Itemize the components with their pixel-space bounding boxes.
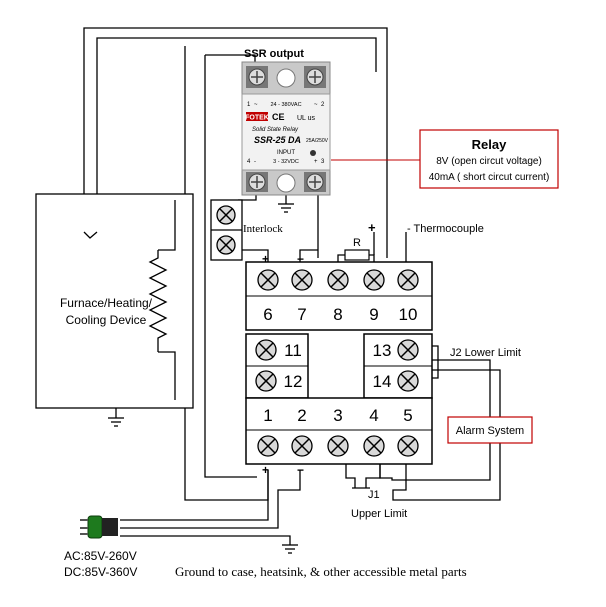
terminal-8: 8 <box>327 269 349 324</box>
wire-r-to-9 <box>369 254 375 262</box>
terminal-9-label: 9 <box>369 305 378 324</box>
terminal-6: 6 <box>257 269 279 324</box>
ssr-t4: 4 <box>247 159 251 165</box>
relay-voltage: 8V (open circut voltage) <box>436 156 542 167</box>
wire-alarm-5 <box>392 369 501 501</box>
relay-callout: Relay 8V (open circut voltage) 40mA ( sh… <box>419 129 559 189</box>
ssr-subtitle: Solid State Relay <box>252 127 299 133</box>
thermo-plus-label: + <box>368 220 376 235</box>
ssr-brand: FOTEK <box>245 115 269 122</box>
terminal-10: 10 <box>397 269 419 324</box>
terminal-11-label: 11 <box>284 341 302 360</box>
wire-8-to-r <box>337 254 345 262</box>
wire-ground <box>120 535 291 545</box>
relay-title: Relay <box>472 137 507 152</box>
ssr-input-label: INPUT <box>277 150 295 156</box>
ssr-t4-sign: - <box>254 159 256 165</box>
ssr-terminal-1-screw <box>246 66 268 88</box>
terminal-3-label: 3 <box>333 406 342 425</box>
bottom-plus-label: + <box>262 463 269 477</box>
ssr-terminal-3-screw <box>304 172 326 192</box>
terminal-5-label: 5 <box>403 406 412 425</box>
ssr-rating: 25A/250V <box>306 138 329 144</box>
ssr-output-label: SSR output <box>244 48 304 60</box>
terminal-1: 1 <box>257 406 279 457</box>
top-minus-label: − <box>297 252 304 266</box>
ssr-t1: 1 <box>247 102 251 108</box>
ground-symbol-power <box>282 544 298 554</box>
wire-device-to-ssr-2 <box>83 27 388 258</box>
terminal-12-label: 12 <box>284 372 303 391</box>
terminal-10-label: 10 <box>399 305 418 324</box>
terminal-4-label: 4 <box>369 406 378 425</box>
wire-power-l <box>120 470 269 521</box>
ssr-t1-sign: ~ <box>254 102 258 108</box>
ground-symbol-device <box>108 417 124 427</box>
terminal-13: 13 <box>373 339 419 361</box>
interlock-block <box>210 199 243 261</box>
top-plus-label: + <box>262 252 269 266</box>
ssr-led <box>310 150 316 156</box>
terminal-1-label: 1 <box>263 406 272 425</box>
ssr-output-range: 24 - 380VAC <box>270 102 301 108</box>
terminal-9: 9 <box>363 269 385 324</box>
upper-limit-label: Upper Limit <box>351 508 407 520</box>
ssr-terminal-2-screw <box>304 66 326 88</box>
terminal-block-mid-right <box>363 333 433 399</box>
furnace-device: Furnace/Heating/ Cooling Device <box>35 193 194 409</box>
bottom-minus-label: − <box>297 463 304 477</box>
terminal-14-label: 14 <box>373 372 392 391</box>
wire-interlock-to-7 <box>299 249 318 262</box>
ac-voltage-label: AC:85V-260V <box>64 549 137 563</box>
ssr-terminal-4-screw <box>246 172 268 192</box>
dc-voltage-label: DC:85V-360V <box>64 565 137 579</box>
alarm-system-box: Alarm System <box>447 416 533 444</box>
terminal-5: 5 <box>397 406 419 457</box>
terminal-11: 11 <box>255 339 302 361</box>
heating-coil <box>148 250 168 352</box>
terminal-6-label: 6 <box>263 305 272 324</box>
wire-j1-4 <box>365 462 381 488</box>
wire-power-n <box>120 470 301 529</box>
terminal-4: 4 <box>363 406 385 457</box>
terminal-7: 7 <box>291 269 313 324</box>
fotek-logo <box>246 112 268 121</box>
ssr-t2-sign: ~ <box>314 102 318 108</box>
wire-ssr-out-left <box>204 55 257 478</box>
terminal-12: 12 <box>255 370 303 392</box>
ssr-ce-mark: CE <box>272 112 285 122</box>
resistor <box>344 249 370 261</box>
thermocouple-label: - Thermocouple <box>407 223 484 235</box>
terminal-14: 14 <box>373 370 419 392</box>
ground-note: Ground to case, heatsink, & other access… <box>175 564 467 579</box>
terminal-block-mid-left <box>245 333 309 399</box>
terminal-3: 3 <box>327 406 349 457</box>
solid-state-relay: 1 ~ 24 - 380VAC ~ 2 FOTEK CE UL us Solid… <box>241 61 331 196</box>
resistor-label: R <box>353 237 361 249</box>
terminal-7-label: 7 <box>297 305 306 324</box>
relay-current: 40mA ( short circut current) <box>429 172 550 183</box>
terminal-2: 2 <box>291 406 313 457</box>
power-plug-icon <box>80 515 118 539</box>
ssr-input-range: 3 - 32VDC <box>273 159 299 165</box>
j2-lower-limit-label: J2 Lower Limit <box>450 347 521 359</box>
terminal-13-label: 13 <box>373 341 392 360</box>
ssr-model: SSR-25 DA <box>254 135 301 145</box>
device-label-line1: Furnace/Heating/ <box>60 296 153 310</box>
wire-j1-3 <box>345 462 356 488</box>
interlock-label: Interlock <box>243 223 283 235</box>
alarm-system-label: Alarm System <box>456 425 524 437</box>
ssr-t2: 2 <box>321 102 325 108</box>
ssr-t3-sign: + <box>314 159 318 165</box>
wire-alarm-4 <box>379 359 491 481</box>
terminal-2-label: 2 <box>297 406 306 425</box>
device-label-line2: Cooling Device <box>66 313 147 327</box>
terminal-8-label: 8 <box>333 305 342 324</box>
wires <box>83 27 501 545</box>
ssr-ul-mark: UL us <box>297 115 316 122</box>
ssr-t3: 3 <box>321 159 325 165</box>
j1-label: J1 <box>368 489 380 501</box>
wire-device-inner <box>96 37 377 232</box>
